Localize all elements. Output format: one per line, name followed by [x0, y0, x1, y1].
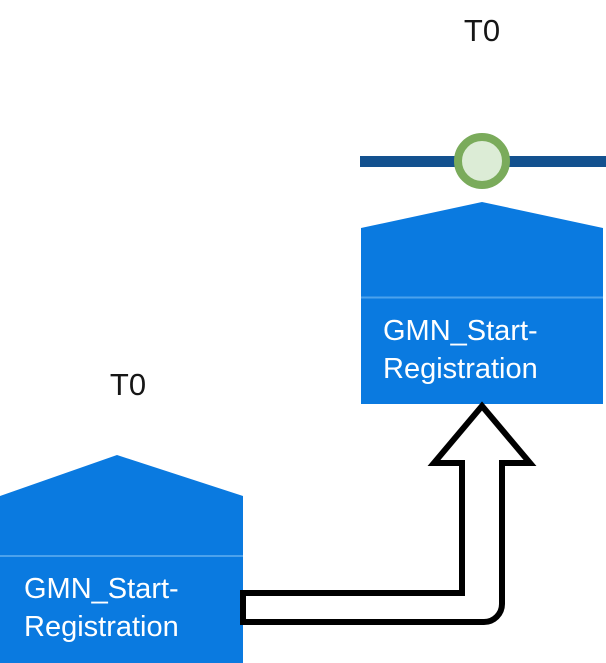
- bottom-node-shape[interactable]: [0, 455, 243, 663]
- bottom-node-tag: T0: [109, 367, 147, 402]
- green-circle-event-icon[interactable]: [454, 133, 510, 189]
- flow-arrow-icon[interactable]: [240, 401, 537, 625]
- top-node-shape[interactable]: [361, 202, 603, 404]
- top-node-tag: T0: [463, 13, 501, 48]
